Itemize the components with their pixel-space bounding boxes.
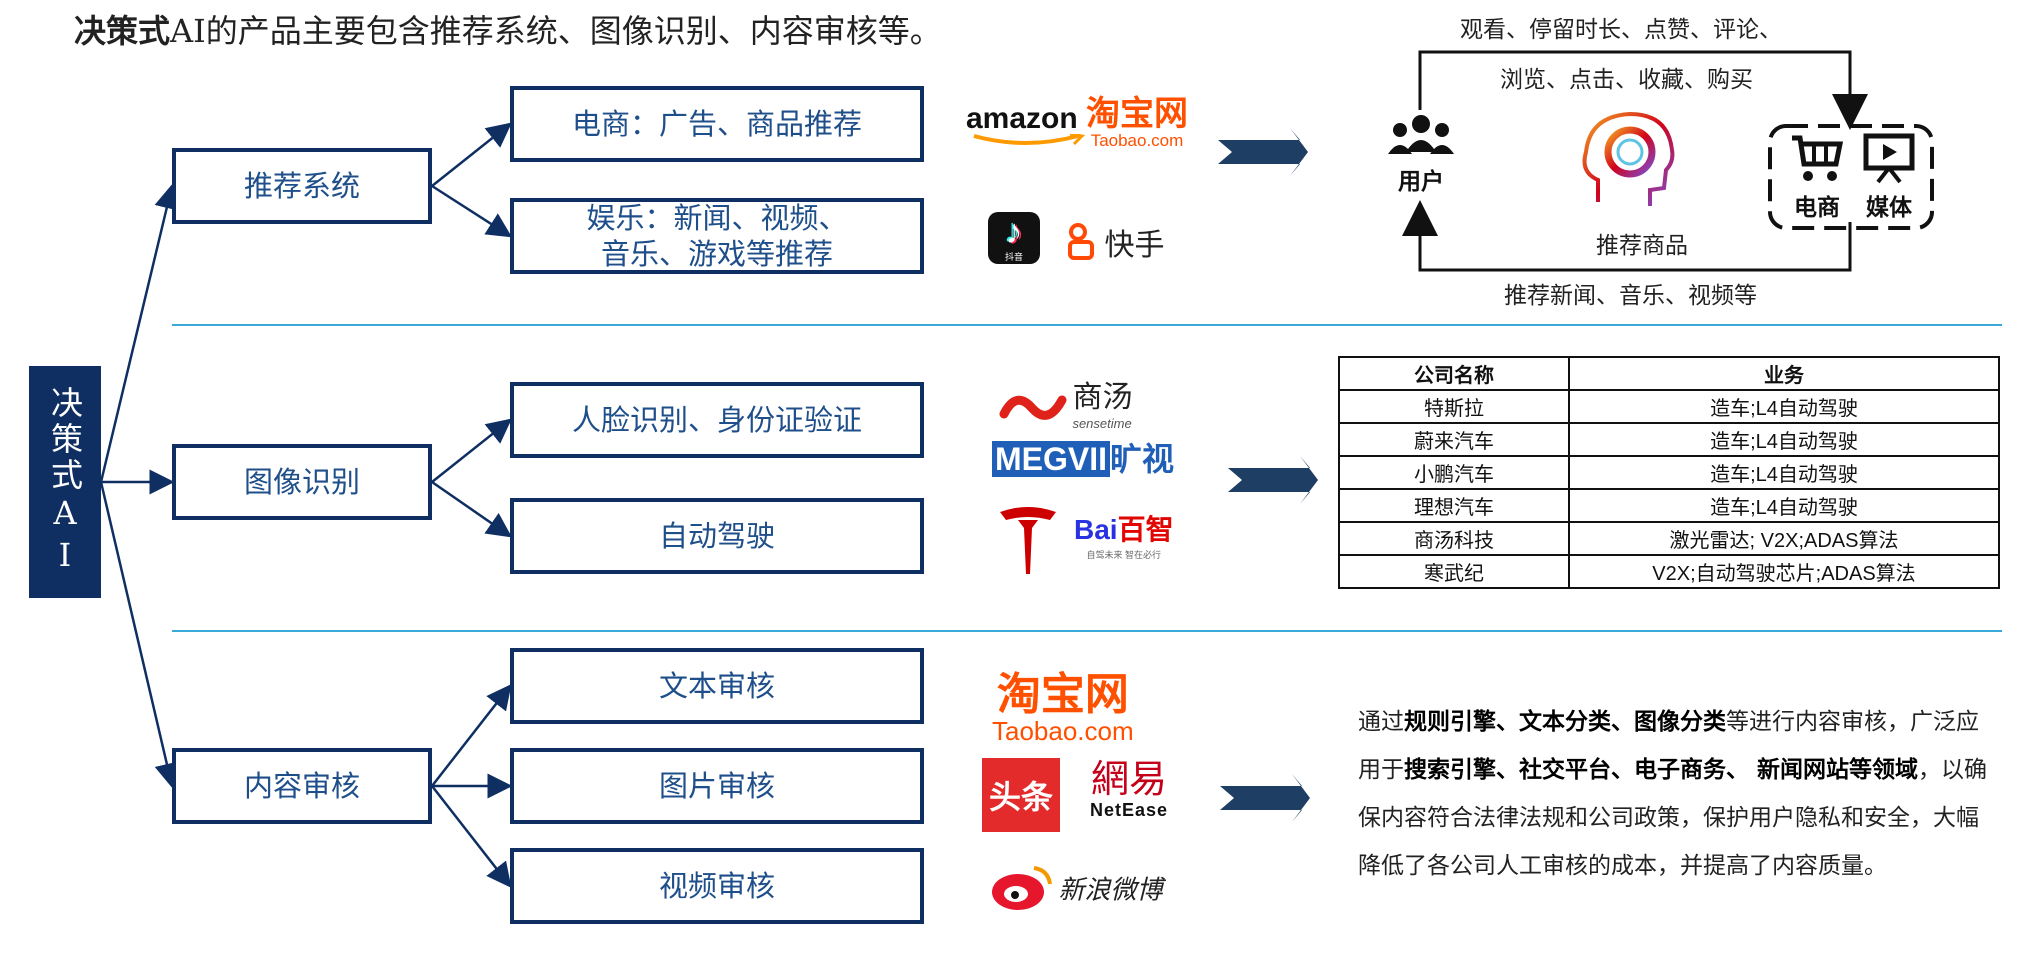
table-row: 商汤科技激光雷达; V2X;ADAS算法 xyxy=(1338,521,2000,556)
link-root-moderation xyxy=(99,481,180,789)
kuaishou-logo: 快手 xyxy=(1066,220,1164,264)
ecom-node: 电商 xyxy=(1790,132,1844,222)
big-arrow-icon xyxy=(1228,456,1318,504)
table-row: 特斯拉造车;L4自动驾驶 xyxy=(1338,389,2000,424)
item-autodrive: 自动驾驶 xyxy=(510,498,924,574)
cell-business: 造车;L4自动驾驶 xyxy=(1568,488,2000,523)
tesla-logo xyxy=(996,504,1060,581)
cell-company: 理想汽车 xyxy=(1338,488,1570,523)
separator-line xyxy=(172,630,2002,632)
media-player-icon xyxy=(1863,133,1915,184)
table-row: 理想汽车造车;L4自动驾驶 xyxy=(1338,488,2000,523)
root-node: 决策式AI xyxy=(29,366,101,598)
item-image-review: 图片审核 xyxy=(510,748,924,824)
kuaishou-icon xyxy=(1068,223,1094,260)
megvii-logo: MEGVII旷视 xyxy=(992,434,1174,480)
cell-company: 特斯拉 xyxy=(1338,389,1570,424)
taobao-logo: 淘宝网 Taobao.com xyxy=(1086,95,1188,150)
item-entertainment: 娱乐：新闻、视频、 音乐、游戏等推荐 xyxy=(510,198,924,274)
cell-business: 造车;L4自动驾驶 xyxy=(1568,389,2000,424)
cell-company: 小鹏汽车 xyxy=(1338,455,1570,490)
media-node: 媒体 xyxy=(1862,132,1916,222)
header-business: 业务 xyxy=(1568,356,2000,391)
ecom-media-frame xyxy=(1768,124,1934,230)
users-icon xyxy=(1388,115,1454,154)
header-company: 公司名称 xyxy=(1338,356,1570,391)
item-text-review: 文本审核 xyxy=(510,648,924,724)
recommend-goods-label: 推荐商品 xyxy=(1596,233,1688,259)
table-row: 小鹏汽车造车;L4自动驾驶 xyxy=(1338,455,2000,490)
moderation-description: 通过规则引擎、文本分类、图像分类等进行内容审核，广泛应用于搜索引擎、社交平台、电… xyxy=(1358,708,1988,879)
toutiao-logo: 头条 xyxy=(982,758,1060,832)
music-note-icon: ♪ xyxy=(1005,213,1023,251)
loop-bottom-label: 推荐新闻、音乐、视频等 xyxy=(1504,283,1757,309)
user-node: 用户 xyxy=(1386,112,1456,196)
amazon-logo: amazon xyxy=(966,102,1086,146)
table-row: 蔚来汽车造车;L4自动驾驶 xyxy=(1338,422,2000,457)
cart-icon xyxy=(1792,135,1844,181)
taobao-logo-2: 淘宝网 Taobao.com xyxy=(992,670,1134,746)
page-title: 决策式AI的产品主要包含推荐系统、图像识别、内容审核等。 xyxy=(74,12,942,50)
tesla-icon xyxy=(1000,507,1056,574)
cell-business: V2X;自动驾驶芯片;ADAS算法 xyxy=(1568,554,2000,589)
ai-head-icon xyxy=(1576,106,1680,228)
big-arrow-icon xyxy=(1220,774,1310,822)
douyin-logo: ♪ 抖音 xyxy=(988,212,1040,264)
link-root-recommend xyxy=(99,183,179,483)
netease-logo: 網易 NetEase xyxy=(1090,759,1169,820)
loop-top-line1: 观看、停留时长、点赞、评论、 xyxy=(1460,17,1782,43)
category-recommend: 推荐系统 xyxy=(172,148,432,224)
item-face-id: 人脸识别、身份证验证 xyxy=(510,382,924,458)
cell-company: 寒武纪 xyxy=(1338,554,1570,589)
loop-top-line2: 浏览、点击、收藏、购买 xyxy=(1500,67,1753,93)
baidu-apollo-logo: Bai百智 自驾未来 智在必行 xyxy=(1074,514,1174,560)
item-ecommerce: 电商：广告、商品推荐 xyxy=(510,86,924,162)
cell-company: 商汤科技 xyxy=(1338,521,1570,556)
cell-business: 造车;L4自动驾驶 xyxy=(1568,455,2000,490)
company-table: 公司名称 业务 特斯拉造车;L4自动驾驶 蔚来汽车造车;L4自动驾驶 小鹏汽车造… xyxy=(1338,356,2000,589)
separator-line xyxy=(172,324,2002,326)
weibo-logo: 新浪微博 xyxy=(990,862,1162,914)
item-video-review: 视频审核 xyxy=(510,848,924,924)
big-arrow-icon xyxy=(1218,128,1308,176)
cell-business: 激光雷达; V2X;ADAS算法 xyxy=(1568,521,2000,556)
category-image: 图像识别 xyxy=(172,444,432,520)
table-header-row: 公司名称 业务 xyxy=(1338,356,2000,391)
cell-company: 蔚来汽车 xyxy=(1338,422,1570,457)
weibo-icon xyxy=(992,866,1052,910)
sensetime-logo: 商汤 sensetime xyxy=(996,382,1132,434)
sensetime-icon xyxy=(999,395,1067,420)
cell-business: 造车;L4自动驾驶 xyxy=(1568,422,2000,457)
category-moderation: 内容审核 xyxy=(172,748,432,824)
